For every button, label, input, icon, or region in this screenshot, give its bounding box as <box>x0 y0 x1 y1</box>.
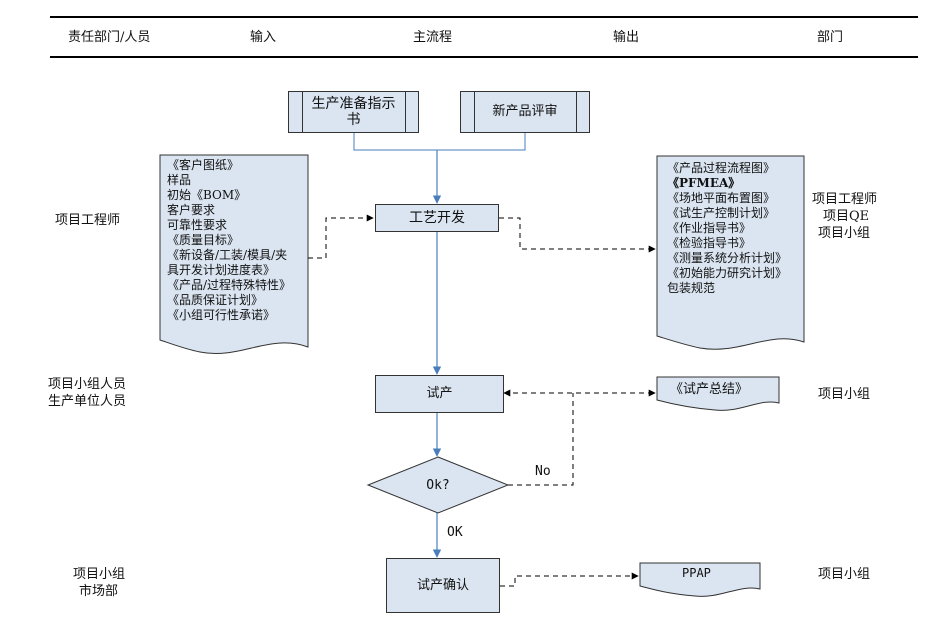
header-main-flow: 主流程 <box>413 30 453 45</box>
input-item: 具开发计划进度表》 <box>167 263 276 277</box>
new-product-review-label: 新产品评审 <box>492 104 558 119</box>
trial-confirmation-label: 试产确认 <box>416 577 469 593</box>
left-label-marketing: 市场部 <box>79 584 119 599</box>
right-label-project-engineer: 项目工程师 <box>812 192 878 207</box>
right-label-trial-team: 项目小组 <box>818 387 871 402</box>
left-label-project-team: 项目小组 <box>73 567 126 582</box>
ok-branch-label: OK <box>447 525 463 540</box>
trial-production-label: 试产 <box>426 386 453 401</box>
ppap-text: PPAP <box>682 566 711 580</box>
trial-summary-document-shape <box>656 376 780 411</box>
trial-production-box: 试产 <box>375 375 504 413</box>
new-product-review-box: 新产品评审 <box>460 91 590 133</box>
input-item: 《新设备/工装/模具/夹 <box>167 248 288 262</box>
input-item: 初始《BOM》 <box>167 188 247 202</box>
prep-box-right-bar <box>405 91 406 133</box>
input-document-text: 《客户图纸》 样品 初始《BOM》 客户要求 可靠性要求 《质量目标》 《新设备… <box>167 158 291 323</box>
header-department: 部门 <box>817 30 844 45</box>
header-responsible: 责任部门/人员 <box>68 30 151 45</box>
ppap-document-shape <box>639 562 761 597</box>
left-label-project-engineer: 项目工程师 <box>55 213 121 228</box>
review-box-right-bar <box>576 91 577 133</box>
process-development-label: 工艺开发 <box>409 210 465 226</box>
right-label-confirm-team: 项目小组 <box>818 567 871 582</box>
decision-diamond-shape <box>366 456 510 514</box>
input-item: 《品质保证计划》 <box>167 293 264 307</box>
production-prep-line1: 生产准备指示 <box>311 96 396 112</box>
prep-box-left-bar <box>302 91 303 133</box>
decision-label: Ok? <box>426 478 450 493</box>
input-item: 《客户图纸》 <box>167 158 240 172</box>
output-item: 包装规范 <box>667 281 716 295</box>
process-development-box: 工艺开发 <box>375 204 499 232</box>
header-input: 输入 <box>250 30 277 45</box>
production-prep-line2: 书 <box>346 112 361 128</box>
right-label-project-team: 项目小组 <box>818 226 871 241</box>
header-bottom-rule <box>50 56 918 58</box>
output-item: 《试生产控制计划》 <box>667 206 776 220</box>
right-label-project-qe: 项目QE <box>823 209 870 224</box>
output-document-shape <box>656 155 805 350</box>
input-item: 可靠性要求 <box>167 218 228 232</box>
header-top-rule <box>50 16 918 18</box>
input-item: 样品 <box>167 173 192 187</box>
no-branch-label: No <box>535 464 551 479</box>
input-item: 客户要求 <box>167 203 216 217</box>
header-output: 输出 <box>613 30 640 45</box>
output-item: 《场地平面布置图》 <box>667 191 776 205</box>
output-item: 《检验指导书》 <box>667 236 752 250</box>
output-item: 《PFMEA》 <box>667 176 741 190</box>
output-item: 《初始能力研究计划》 <box>667 266 788 280</box>
output-item: 《作业指导书》 <box>667 221 752 235</box>
left-label-project-team-members: 项目小组人员 <box>48 377 127 392</box>
input-item: 《小组可行性承诺》 <box>167 308 276 322</box>
input-item: 《质量目标》 <box>167 233 240 247</box>
production-prep-instruction-box: 生产准备指示 书 <box>288 91 419 133</box>
input-item: 《产品/过程特殊特性》 <box>167 278 292 292</box>
trial-confirmation-box: 试产确认 <box>386 558 500 613</box>
left-label-production-staff: 生产单位人员 <box>48 394 127 409</box>
input-document-shape <box>159 154 309 354</box>
output-item: 《产品过程流程图》 <box>667 161 776 175</box>
trial-summary-text: 《试产总结》 <box>670 382 749 397</box>
output-document-text: 《产品过程流程图》 《PFMEA》 《场地平面布置图》 《试生产控制计划》 《作… <box>667 161 787 296</box>
review-box-left-bar <box>474 91 475 133</box>
output-item: 《测量系统分析计划》 <box>667 251 788 265</box>
